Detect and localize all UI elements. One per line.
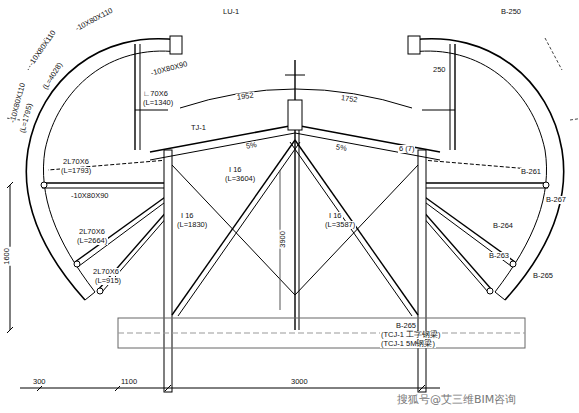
dimension-label: -10X80X110 <box>27 28 58 68</box>
dimension-label: 2L70X6 <box>78 228 106 236</box>
dimension-label: B-264 <box>492 222 514 230</box>
dimension-label: I 16 <box>180 212 195 220</box>
dimension-label: 250 <box>432 66 447 74</box>
dimension-label: 1100 <box>120 378 138 386</box>
dimension-label: B-263 <box>488 252 510 260</box>
dimension-label: -10X80X110 <box>73 6 115 33</box>
dimension-label: (L=3587) <box>324 221 356 229</box>
dimension-label: B-261 <box>520 168 542 176</box>
dimension-label: 6 (7) <box>398 145 415 153</box>
dimension-label: I 16 <box>328 212 343 220</box>
dimension-label: (TCJ-1 工字钢梁) <box>380 331 442 339</box>
watermark: 搜狐号@艾三维BIM咨询 <box>396 394 517 405</box>
dimension-label: 300 <box>32 378 47 386</box>
dimension-label: TJ-1 <box>190 124 207 132</box>
dimension-label: (L=1830) <box>176 221 208 229</box>
dimension-label: 3900 <box>279 230 287 249</box>
dimension-label: 3000 <box>290 378 309 386</box>
dimension-label: B-265 <box>395 322 417 330</box>
dimension-label: (L=2664) <box>76 237 108 245</box>
dimension-label: 1752 <box>339 94 359 104</box>
dimension-label: 5% <box>334 143 348 153</box>
dimension-label: -10X80X90 <box>70 192 110 200</box>
dimension-label: (TCJ-1 5M钢梁) <box>380 340 436 348</box>
dimension-label: -10X80X90 <box>149 60 189 77</box>
dimension-label: B-265 <box>532 272 554 280</box>
dimension-label: (L=1340) <box>142 99 174 107</box>
dimension-label: ∟70X6 <box>142 90 169 98</box>
dimension-label: B-267 <box>545 196 567 204</box>
dimension-label: 1952 <box>235 91 255 101</box>
dimension-label: (L=915) <box>94 277 122 285</box>
dimension-label: 2L70X6 <box>62 158 90 166</box>
dimension-label: (L=1795) <box>18 102 34 135</box>
dimension-label: 5% <box>244 141 258 151</box>
dimension-label: (L=3604) <box>224 175 256 183</box>
dimension-label: LU-1 <box>222 8 240 16</box>
dimension-label: I 16 <box>228 166 243 174</box>
dimension-label: 1600 <box>3 247 11 266</box>
dimension-label: B-250 <box>500 8 522 16</box>
dimension-label: (L=4028) <box>41 60 64 91</box>
dimension-label: 2L70X6 <box>92 268 120 276</box>
dimension-label: (L=1793) <box>60 167 92 175</box>
